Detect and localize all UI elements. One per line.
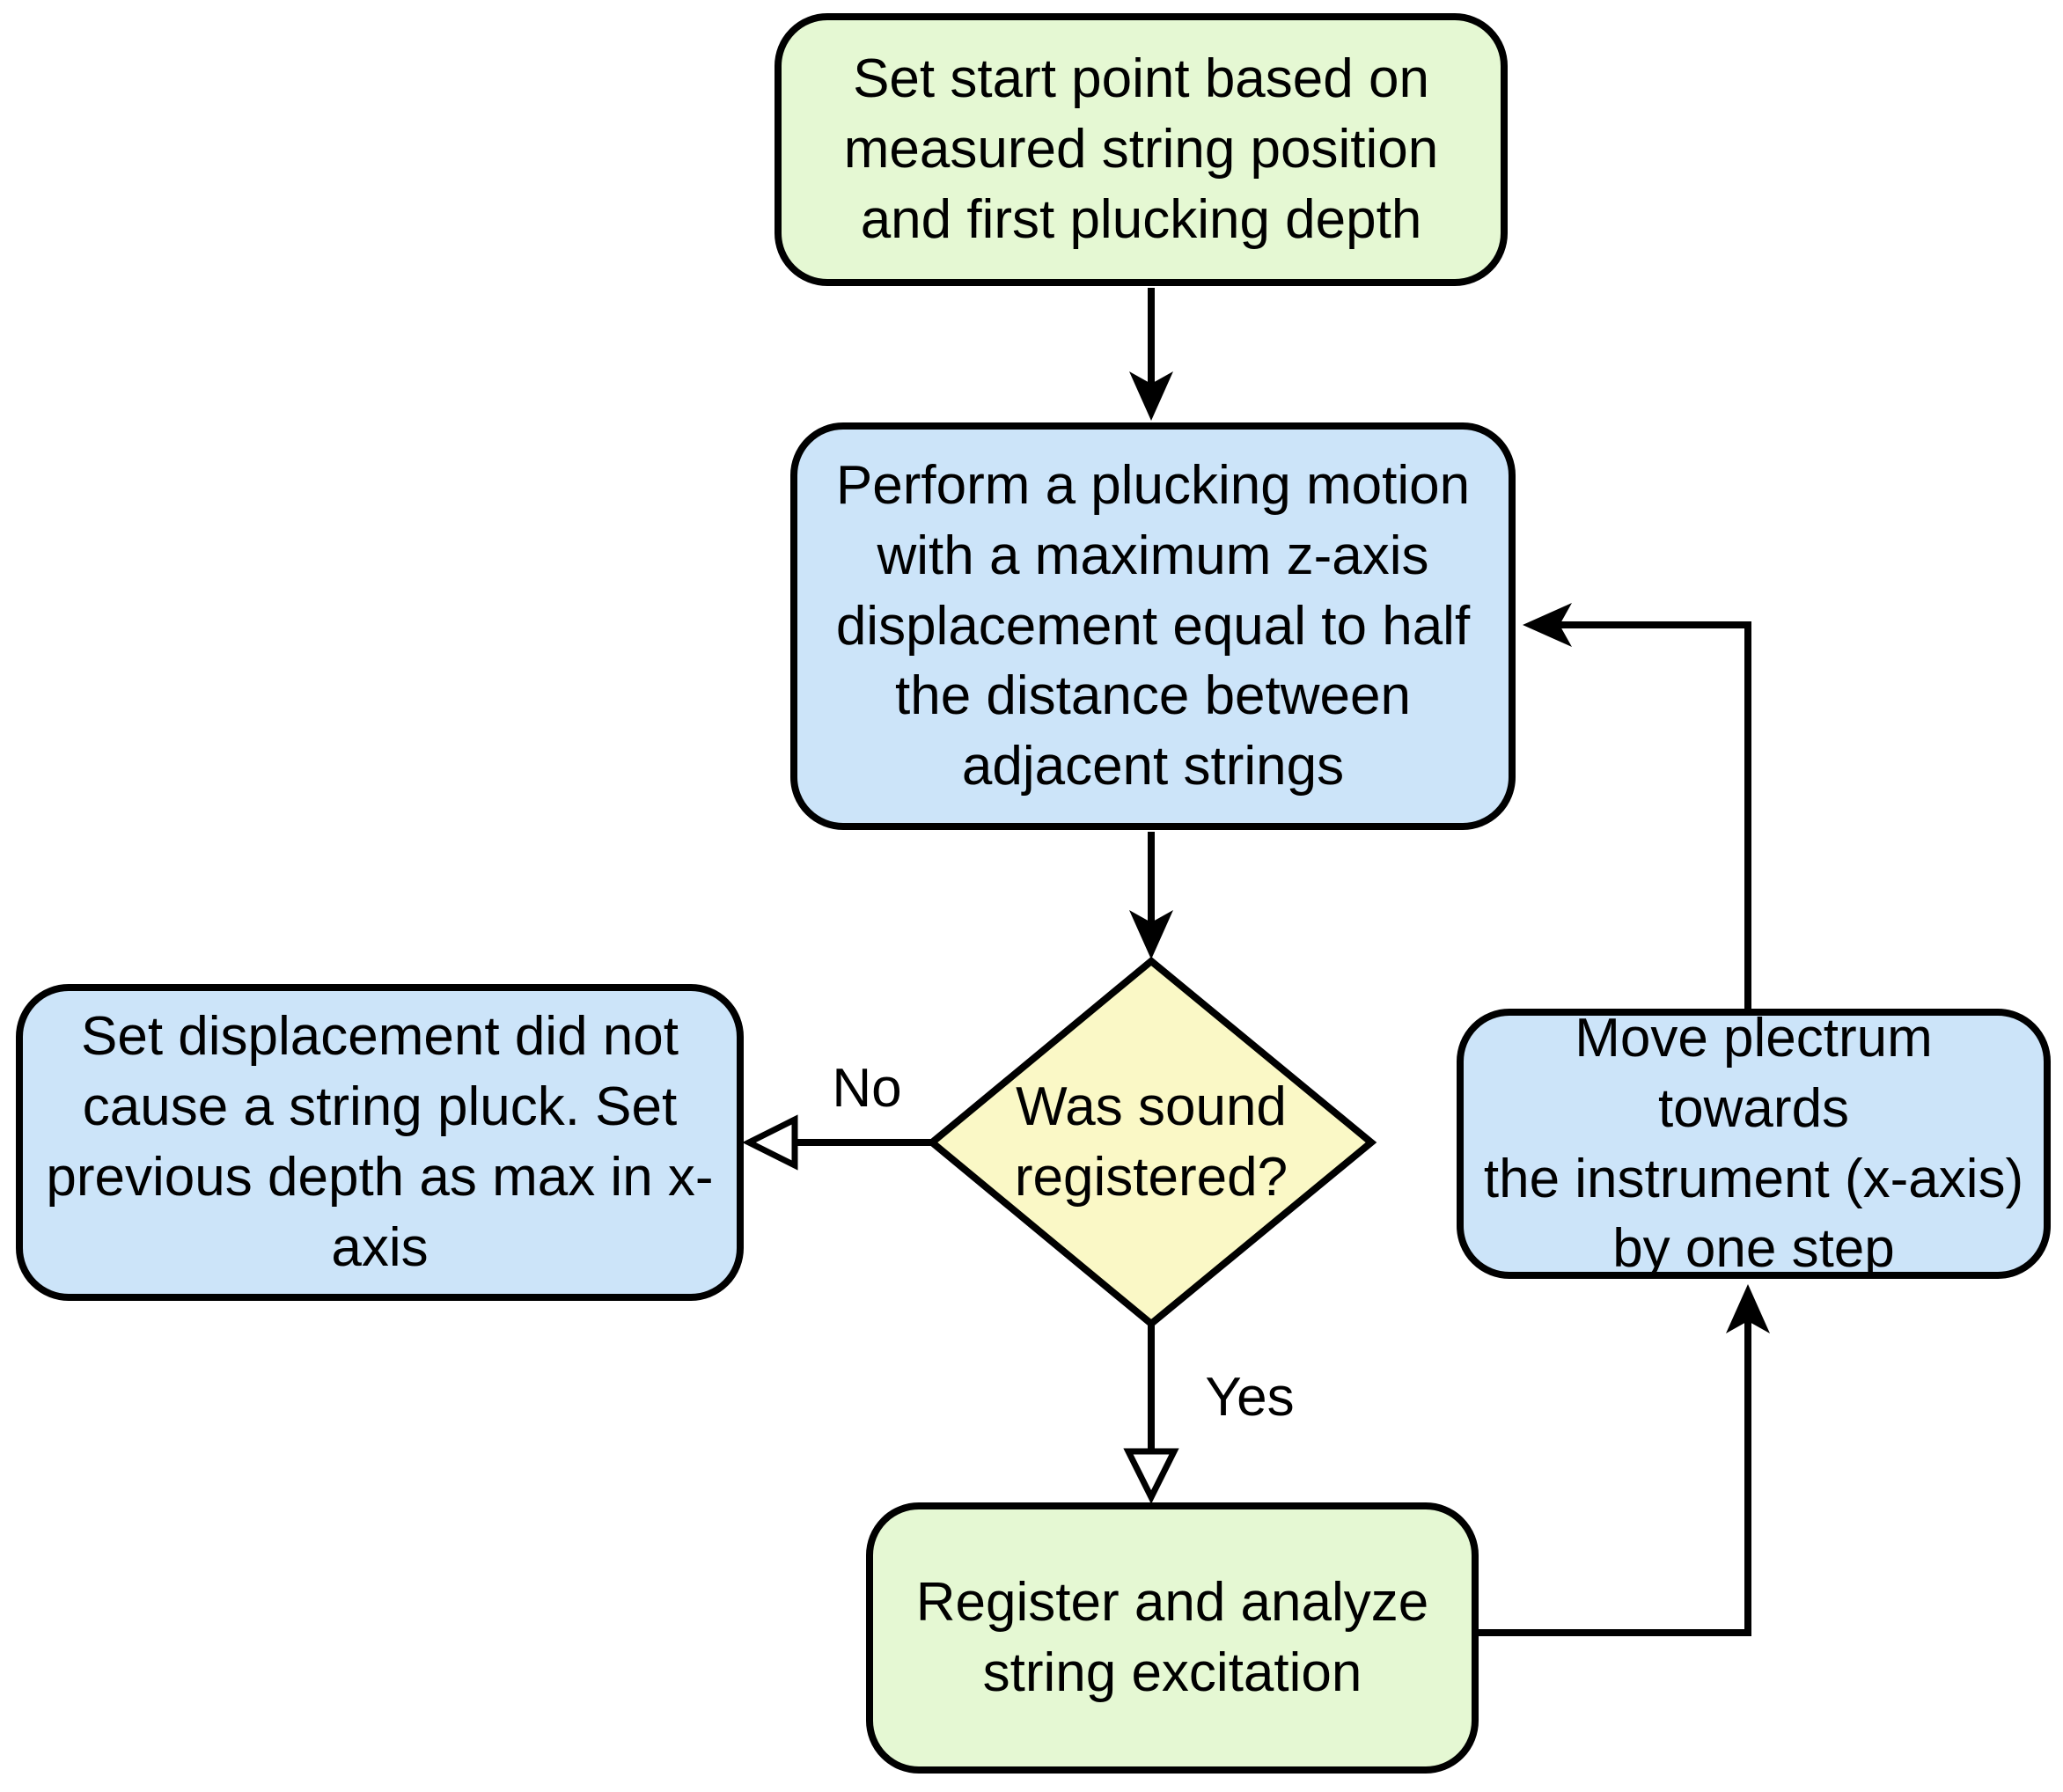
arrowhead-move-to-pluck [1523,603,1572,647]
node-decision-label: Was sound registered? [1014,1076,1288,1208]
arrowhead-pluck-to-decision [1129,910,1173,959]
decision-diamond-shape [926,956,1377,1329]
arrow-move-to-pluck [1560,621,1751,1010]
node-perform-pluck: Perform a plucking motion with a maximum… [790,422,1516,830]
edge-label-no: No [832,1058,902,1119]
arrowhead-start-to-pluck [1129,371,1173,421]
edge-label-yes: Yes [1205,1367,1295,1428]
node-move-plectrum: Move plectrum towards the instrument (x-… [1457,1008,2051,1279]
node-start: Set start point based on measured string… [775,13,1508,286]
node-register-excitation: Register and analyze string excitation [866,1502,1479,1774]
arrow-register-to-move [1475,1318,1751,1636]
arrowhead-open-no [742,1114,798,1171]
arrowhead-open-yes [1123,1448,1179,1504]
node-no-pluck-result: Set displacement did not cause a string … [16,984,744,1301]
arrowhead-register-to-move [1726,1284,1770,1333]
